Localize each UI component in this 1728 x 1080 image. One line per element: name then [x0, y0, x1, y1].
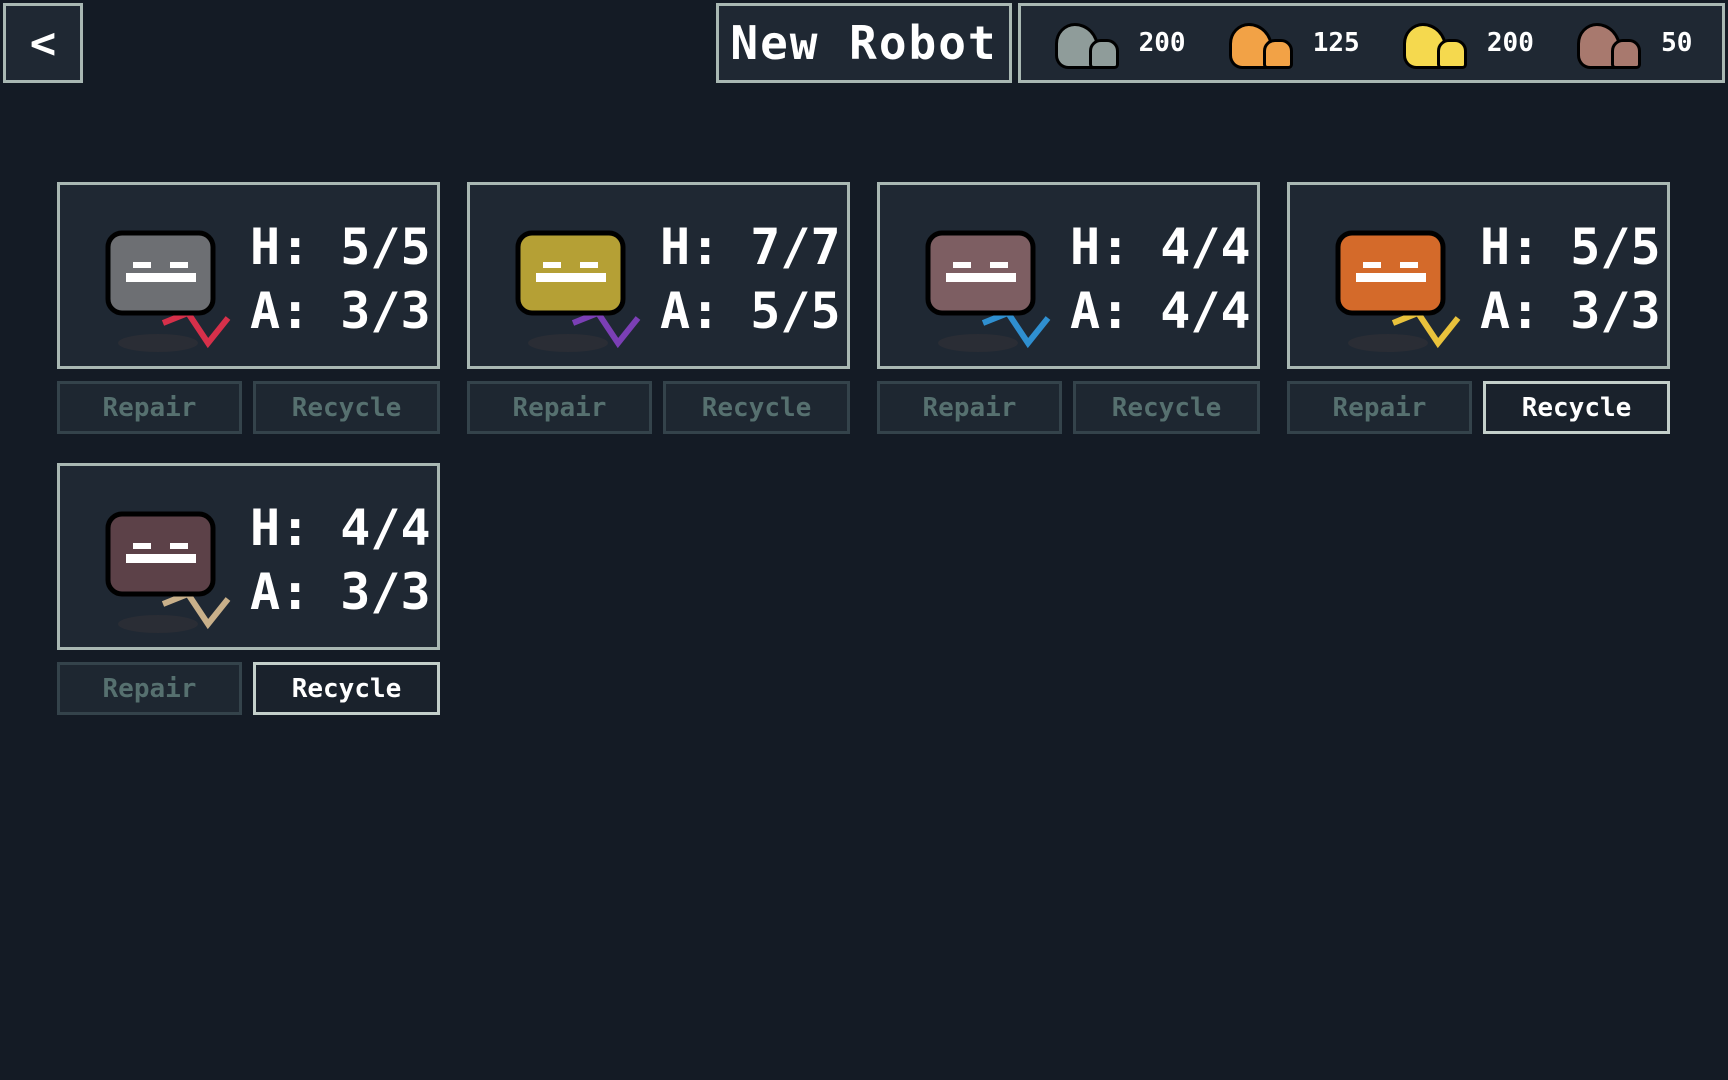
box-robot-icon: [105, 511, 231, 633]
health-value: H: 4/4: [1070, 218, 1251, 276]
repair-button[interactable]: Repair: [57, 662, 242, 715]
back-button[interactable]: <: [3, 3, 83, 83]
brown-walker-robot-icon: [925, 230, 1051, 352]
armor-value: A: 3/3: [250, 563, 431, 621]
health-value: H: 7/7: [660, 218, 841, 276]
resource-stone: 200: [1051, 19, 1186, 69]
robot-stats: H: 7/7 A: 5/5: [660, 215, 841, 343]
resource-clay: 50: [1573, 19, 1693, 69]
recycle-button[interactable]: Recycle: [1483, 381, 1670, 434]
brown-ore-icon: [1573, 19, 1642, 69]
robot-stats: H: 4/4 A: 4/4: [1070, 215, 1251, 343]
robot-card: H: 4/4 A: 4/4: [877, 182, 1260, 369]
armor-value: A: 5/5: [660, 282, 841, 340]
repair-button[interactable]: Repair: [57, 381, 242, 434]
recycle-button[interactable]: Recycle: [1073, 381, 1260, 434]
resource-gold: 200: [1399, 19, 1534, 69]
robot-stats: H: 5/5 A: 3/3: [1480, 215, 1661, 343]
yellow-ore-icon: [1399, 19, 1467, 69]
robot-card: H: 5/5 A: 3/3: [1287, 182, 1670, 369]
recycle-button[interactable]: Recycle: [253, 381, 440, 434]
gray-hover-robot-icon: [105, 230, 231, 352]
armor-value: A: 4/4: [1070, 282, 1251, 340]
new-robot-button[interactable]: New Robot: [716, 3, 1012, 83]
repair-button[interactable]: Repair: [467, 381, 652, 434]
resource-copper: 125: [1225, 19, 1360, 69]
armor-value: A: 3/3: [250, 282, 431, 340]
armor-value: A: 3/3: [1480, 282, 1661, 340]
resource-bar: 200 125 200 50: [1018, 3, 1725, 83]
gray-ore-icon: [1051, 19, 1119, 69]
recycle-button[interactable]: Recycle: [253, 662, 440, 715]
health-value: H: 5/5: [1480, 218, 1661, 276]
resource-count: 50: [1661, 28, 1693, 58]
orange-ore-icon: [1225, 19, 1293, 69]
health-value: H: 4/4: [250, 499, 431, 557]
orange-hover-robot-icon: [1335, 230, 1461, 352]
robot-card: H: 5/5 A: 3/3: [57, 182, 440, 369]
health-value: H: 5/5: [250, 218, 431, 276]
repair-button[interactable]: Repair: [1287, 381, 1472, 434]
recycle-button[interactable]: Recycle: [663, 381, 850, 434]
repair-button[interactable]: Repair: [877, 381, 1062, 434]
robot-stats: H: 4/4 A: 3/3: [250, 496, 431, 624]
back-chevron-icon: <: [29, 17, 57, 69]
resource-count: 200: [1138, 28, 1186, 58]
robot-card: H: 4/4 A: 3/3: [57, 463, 440, 650]
gold-walker-robot-icon: [515, 230, 641, 352]
resource-count: 200: [1486, 28, 1534, 58]
robot-stats: H: 5/5 A: 3/3: [250, 215, 431, 343]
resource-count: 125: [1312, 28, 1360, 58]
robot-card: H: 7/7 A: 5/5: [467, 182, 850, 369]
